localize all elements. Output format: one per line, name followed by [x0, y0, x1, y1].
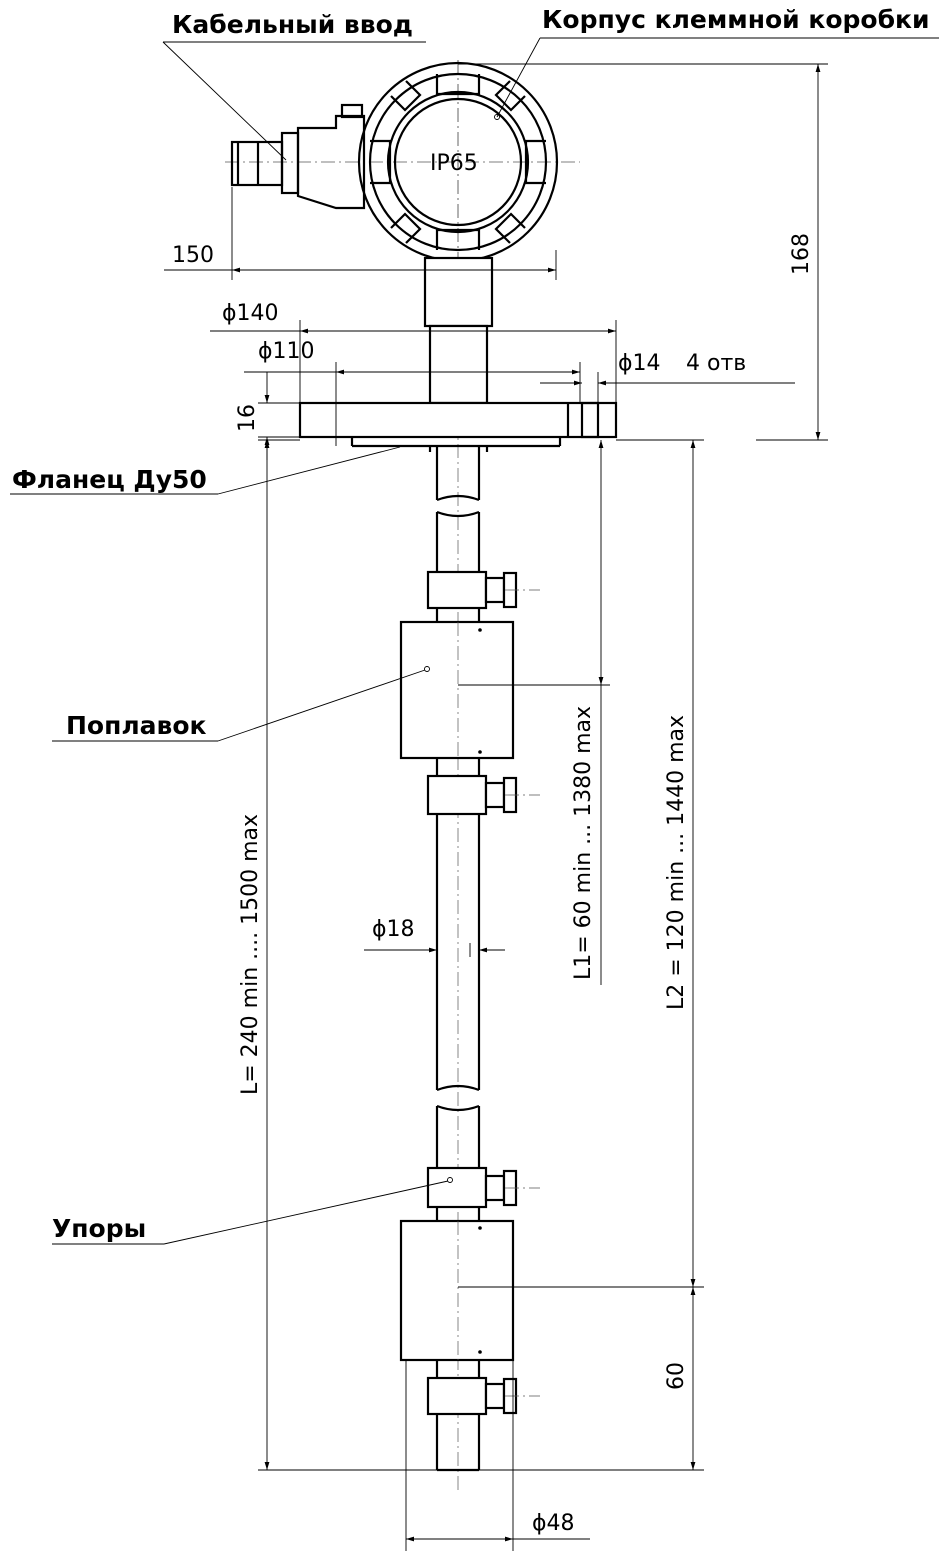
terminal-box-housing [357, 61, 559, 263]
flange-label: Фланец Ду50 [12, 465, 207, 494]
dimension-l1: L1= 60 min ... 1380 max [571, 706, 596, 980]
dimension-phi110: ϕ110 [258, 339, 315, 364]
leader-lines [10, 37, 939, 1245]
dimension-phi18: ϕ18 [372, 917, 415, 942]
dimension-150: 150 [172, 243, 214, 268]
stops-label: Упоры [52, 1214, 146, 1243]
flange [298, 401, 618, 452]
housing-neck [423, 256, 494, 328]
ip-rating-label: IP65 [430, 151, 478, 176]
terminal-box-label: Корпус клеммной коробки [542, 5, 930, 34]
dimension-phi48: ϕ48 [532, 1511, 575, 1536]
dimension-phi140: ϕ140 [222, 301, 279, 326]
dimension-phi14: ϕ14 [618, 351, 661, 376]
float [399, 1219, 515, 1362]
dimension-lines [164, 63, 828, 1551]
dimension-holes: 4 отв [686, 351, 746, 376]
stop-collar [426, 1376, 518, 1416]
cable-gland [230, 103, 366, 210]
float [399, 620, 515, 760]
stop-collar [426, 774, 518, 816]
dimension-168: 168 [789, 233, 814, 275]
dimension-l-total: L= 240 min .... 1500 max [238, 814, 263, 1095]
neck-pipe [428, 324, 489, 405]
stop-collar [426, 1166, 518, 1209]
dimension-60: 60 [664, 1362, 689, 1390]
stop-collar [426, 570, 518, 610]
float-label: Поплавок [66, 711, 207, 740]
dimension-l2: L2 = 120 min ... 1440 max [664, 715, 689, 1010]
dimension-16: 16 [235, 404, 260, 432]
cable-entry-label: Кабельный ввод [172, 10, 413, 39]
